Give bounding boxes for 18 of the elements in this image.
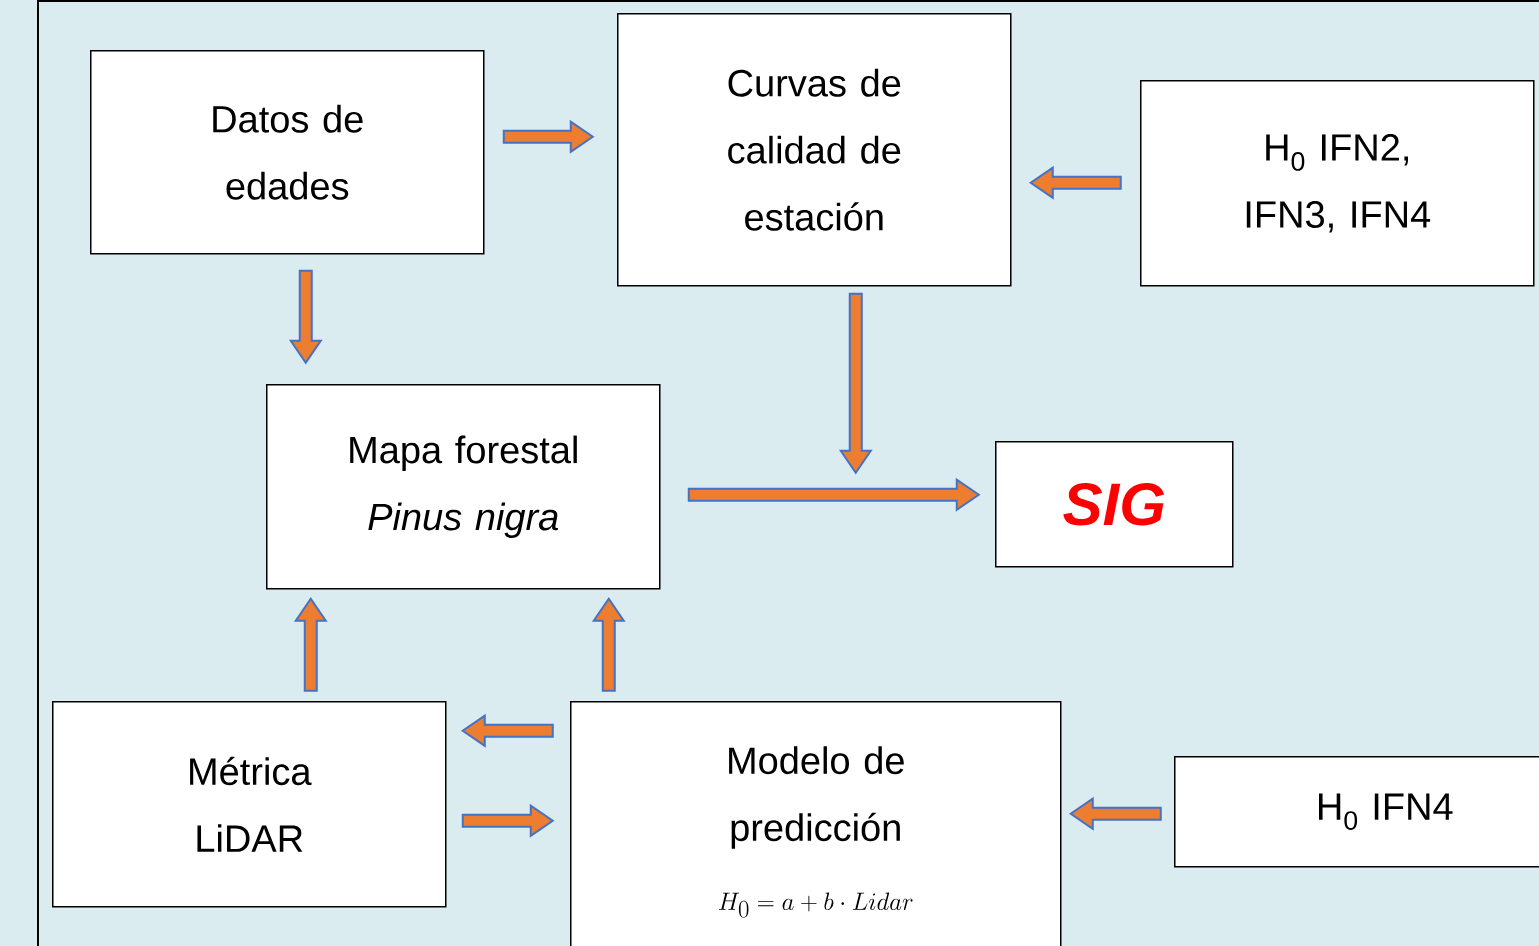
process-box: Curvas de calidad de estación	[617, 13, 1012, 287]
process-box: Mapa forestal Pinus nigra	[266, 384, 661, 590]
process-box: Métrica LiDAR	[52, 701, 447, 908]
block-arrow	[461, 803, 555, 838]
process-box: H$_{0}$ IFN2, IFN3, IFN4	[1140, 80, 1535, 287]
block-arrow	[293, 597, 328, 692]
block-arrow	[502, 119, 595, 154]
block-arrow	[1069, 796, 1162, 831]
block-arrow	[1029, 165, 1122, 200]
block-arrow	[687, 477, 981, 512]
process-box: H$_{0}$ IFN4	[1174, 756, 1539, 868]
block-arrow	[288, 269, 323, 365]
process-box: Datos de edades	[90, 50, 485, 255]
process-box: Modelo de predicción $H_0 = a + b \cdot Lidar$	[570, 701, 1062, 946]
block-arrow	[461, 713, 554, 748]
process-box: SIG	[995, 441, 1234, 568]
block-arrow	[838, 292, 873, 475]
block-arrow	[591, 597, 626, 692]
